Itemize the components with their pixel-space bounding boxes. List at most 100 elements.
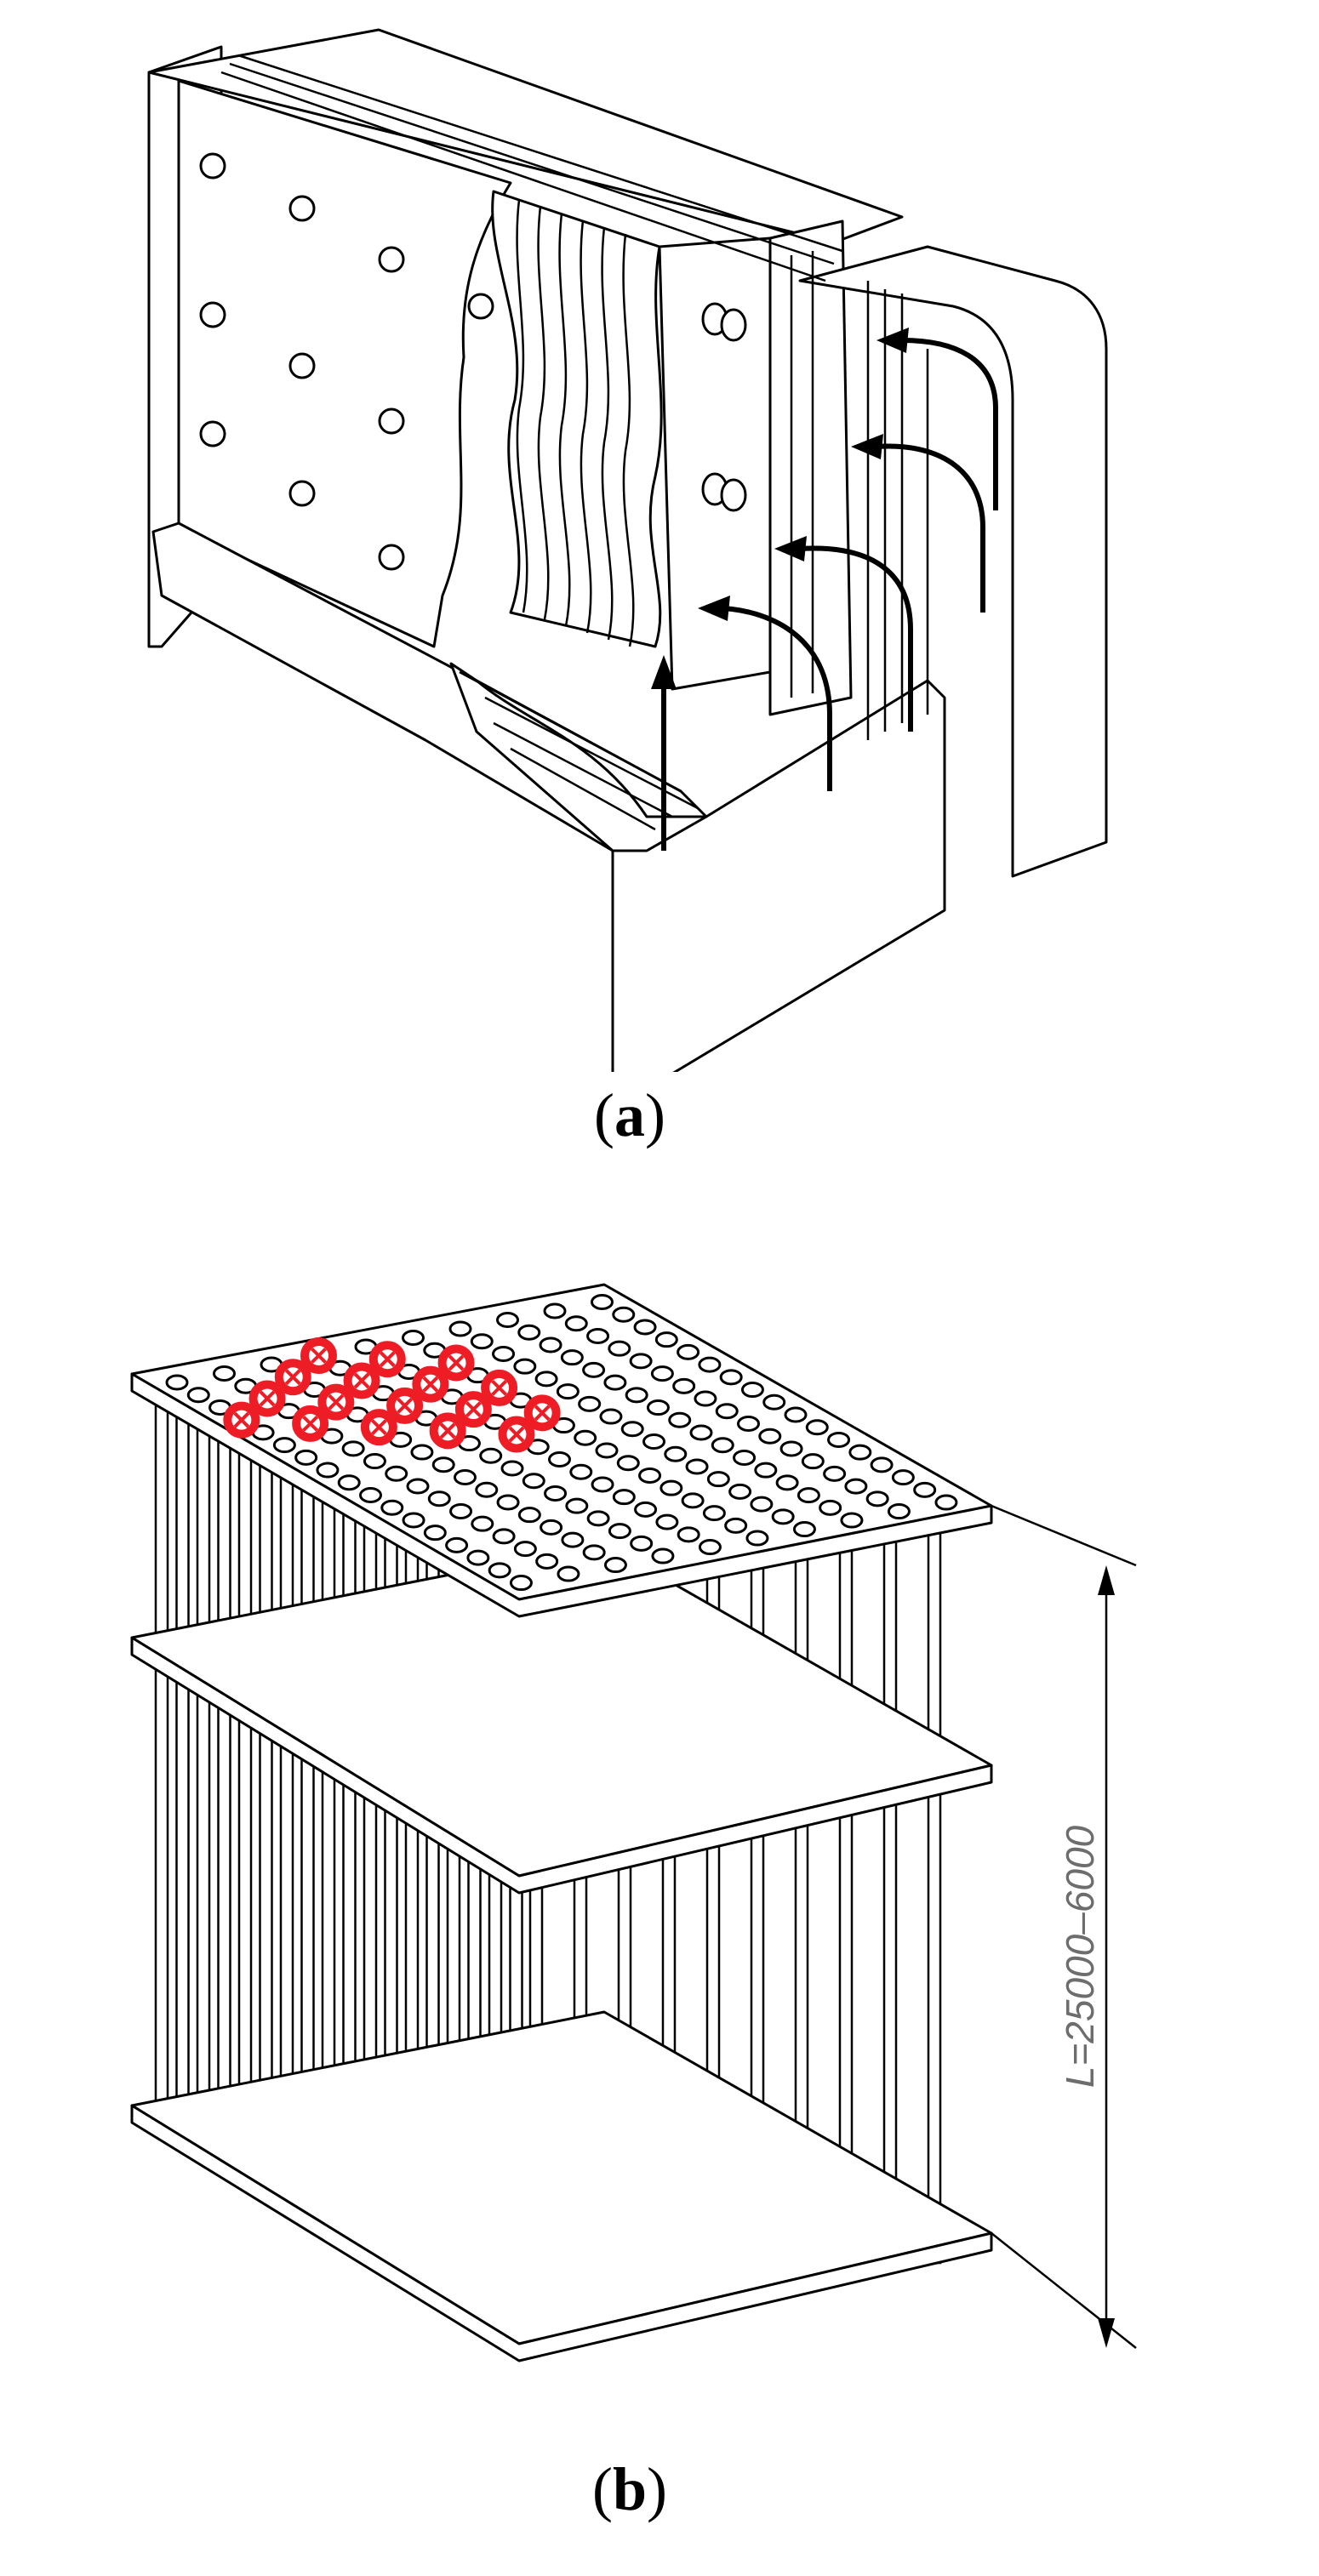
tube-hole [423, 1525, 447, 1542]
tube-hole [471, 1515, 494, 1532]
tube-hole [724, 1517, 748, 1534]
perforated-front-plate [177, 79, 512, 648]
tube-hole [677, 1526, 700, 1543]
tube-hole [797, 1487, 820, 1504]
tube-hole [668, 1411, 692, 1428]
tube-hole [630, 1535, 654, 1552]
flow-arrow-icon [799, 545, 913, 732]
tube-hole [801, 1453, 825, 1470]
tube-hole [733, 1449, 757, 1466]
tube-hole [406, 1478, 430, 1495]
tube-hole [599, 1408, 623, 1425]
tube-hole [681, 1492, 705, 1509]
tube-hole [517, 1507, 541, 1524]
tube-hole [534, 1371, 558, 1388]
tube-hole [646, 1399, 670, 1416]
tube-hole [488, 1562, 511, 1579]
tube-hole [586, 1327, 610, 1344]
tube-hole [625, 1387, 648, 1404]
tube-hole [848, 1444, 872, 1461]
tube-hole [698, 1539, 722, 1556]
tube-hole [557, 1565, 580, 1582]
tube-hole [513, 1541, 537, 1558]
tube-hole [380, 1499, 404, 1516]
tube-hole [608, 1340, 631, 1357]
tube-hole [620, 1421, 644, 1438]
bottom-plate-edge [130, 2104, 993, 2362]
tube-hole [865, 1490, 889, 1507]
tube-hole [479, 1447, 503, 1464]
tube-hole [689, 1424, 713, 1441]
tube [196, 1414, 211, 2149]
tube-hole [359, 1487, 382, 1503]
panel-a-precipitator-cutaway [147, 28, 1108, 1072]
tube-hole [805, 1419, 829, 1436]
flow-arrow-icon [901, 338, 998, 510]
tube-hole [750, 1496, 774, 1513]
tube-hole [591, 1294, 614, 1310]
tube [175, 1402, 190, 2136]
tube-hole [431, 1456, 455, 1473]
tube-hole [363, 1453, 386, 1470]
tube-hole [784, 1406, 808, 1423]
tube-hole [771, 1508, 795, 1525]
tube-hole [186, 1387, 210, 1404]
trough-base [449, 662, 708, 852]
blocked-tube-marker-icon [386, 1387, 424, 1424]
tube-hole [427, 1490, 451, 1507]
tube-hole [694, 1390, 717, 1407]
tube-hole [840, 1512, 864, 1529]
tube-hole [672, 1377, 696, 1394]
tube-hole [827, 1431, 851, 1448]
tube-hole [564, 1315, 588, 1332]
tube-hole [470, 1333, 494, 1350]
dimension-extension-bottom [991, 2232, 1137, 2349]
tube-hole [654, 1331, 678, 1348]
tube-hole [410, 1444, 434, 1461]
tube-hole [650, 1365, 674, 1382]
bottom-trough [611, 679, 946, 1072]
dimension-extension-top [991, 1504, 1137, 1567]
tube-hole [819, 1499, 842, 1516]
tube-hole [316, 1462, 340, 1479]
tube-hole [565, 1497, 589, 1514]
tube-hole [574, 1429, 597, 1446]
blocked-tube-marker-icon [498, 1416, 535, 1453]
blocked-tube-marker-icon [437, 1344, 475, 1382]
tube [259, 1451, 273, 2186]
tube-hole [560, 1349, 584, 1366]
tube-hole [578, 1395, 602, 1412]
blocked-tube-marker-icon [429, 1412, 466, 1450]
tube-hole [569, 1463, 593, 1480]
tube [237, 1439, 253, 2174]
tube [154, 1389, 169, 2124]
tube-hole [213, 1365, 236, 1382]
top-plate-edge [130, 1372, 993, 1618]
blocked-tube-marker-icon [454, 1391, 492, 1428]
tube-hole [775, 1474, 799, 1491]
blocked-tube-marker-icon [223, 1401, 260, 1439]
tube-hole [402, 1330, 425, 1346]
blocked-tube-marker-icon [360, 1409, 397, 1446]
tube-hole [823, 1465, 847, 1482]
blocked-tube-marker-icon [412, 1365, 449, 1403]
panel-b-caption: (b) [591, 2455, 667, 2523]
tube-hole [496, 1312, 519, 1328]
blocked-tube-marker-icon [317, 1383, 355, 1421]
tube [217, 1427, 231, 2162]
tube-hole [475, 1481, 499, 1498]
tube-hole [543, 1302, 567, 1319]
tube-hole [492, 1528, 516, 1545]
tube-hole [500, 1460, 524, 1477]
tube-hole [844, 1478, 868, 1495]
collecting-plates [491, 190, 663, 648]
tube-hole [272, 1437, 296, 1454]
tube-hole [582, 1544, 606, 1561]
tube-hole [385, 1465, 408, 1482]
tube-hole [728, 1483, 752, 1500]
tube-hole [448, 1320, 472, 1337]
panel-a-caption: (a) [594, 1081, 665, 1149]
tube-hole [522, 1473, 545, 1490]
tube-hole [664, 1445, 688, 1462]
